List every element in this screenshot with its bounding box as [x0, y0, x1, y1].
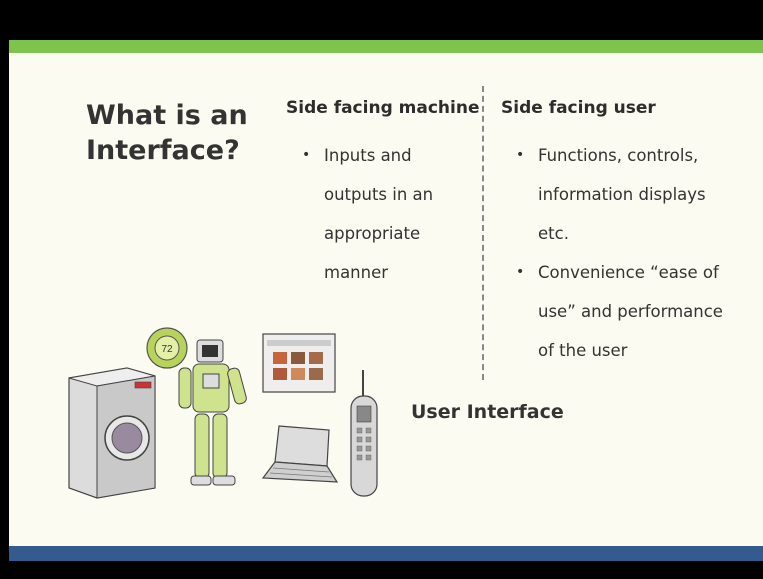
thermostat-value: 72 [161, 344, 173, 355]
thermostat-icon: 72 [146, 327, 188, 369]
slide-title: What is an Interface? [86, 100, 248, 166]
blue-footer-bar [9, 546, 763, 561]
laptop-icon [261, 425, 339, 483]
list-item: •Inputs and outputs in an appropriate ma… [302, 146, 434, 282]
bullet-text: Convenience “ease of use” and performanc… [538, 263, 723, 360]
list-item: •Convenience “ease of use” and performan… [516, 263, 723, 360]
bullet-text: Functions, controls, information display… [538, 146, 706, 243]
web-page-icon [262, 333, 336, 393]
list-item: •Functions, controls, information displa… [516, 146, 706, 243]
machine-side-list: •Inputs and outputs in an appropriate ma… [300, 136, 470, 292]
green-header-bar [9, 40, 763, 53]
top-letterbox [0, 0, 763, 40]
user-interface-caption: User Interface [411, 401, 564, 423]
bullet-text: Inputs and outputs in an appropriate man… [324, 146, 434, 282]
washing-machine-icon [68, 367, 156, 499]
robot-icon [178, 339, 247, 486]
interface-illustration: 72 [68, 327, 378, 499]
heading-machine-side: Side facing machine [286, 98, 480, 118]
slide: What is an Interface? Side facing machin… [9, 40, 763, 546]
heading-user-side: Side facing user [501, 98, 656, 118]
phone-icon [350, 370, 378, 497]
dashed-divider [482, 86, 484, 380]
user-side-list: •Functions, controls, information displa… [514, 136, 724, 370]
bottom-letterbox [0, 561, 763, 579]
